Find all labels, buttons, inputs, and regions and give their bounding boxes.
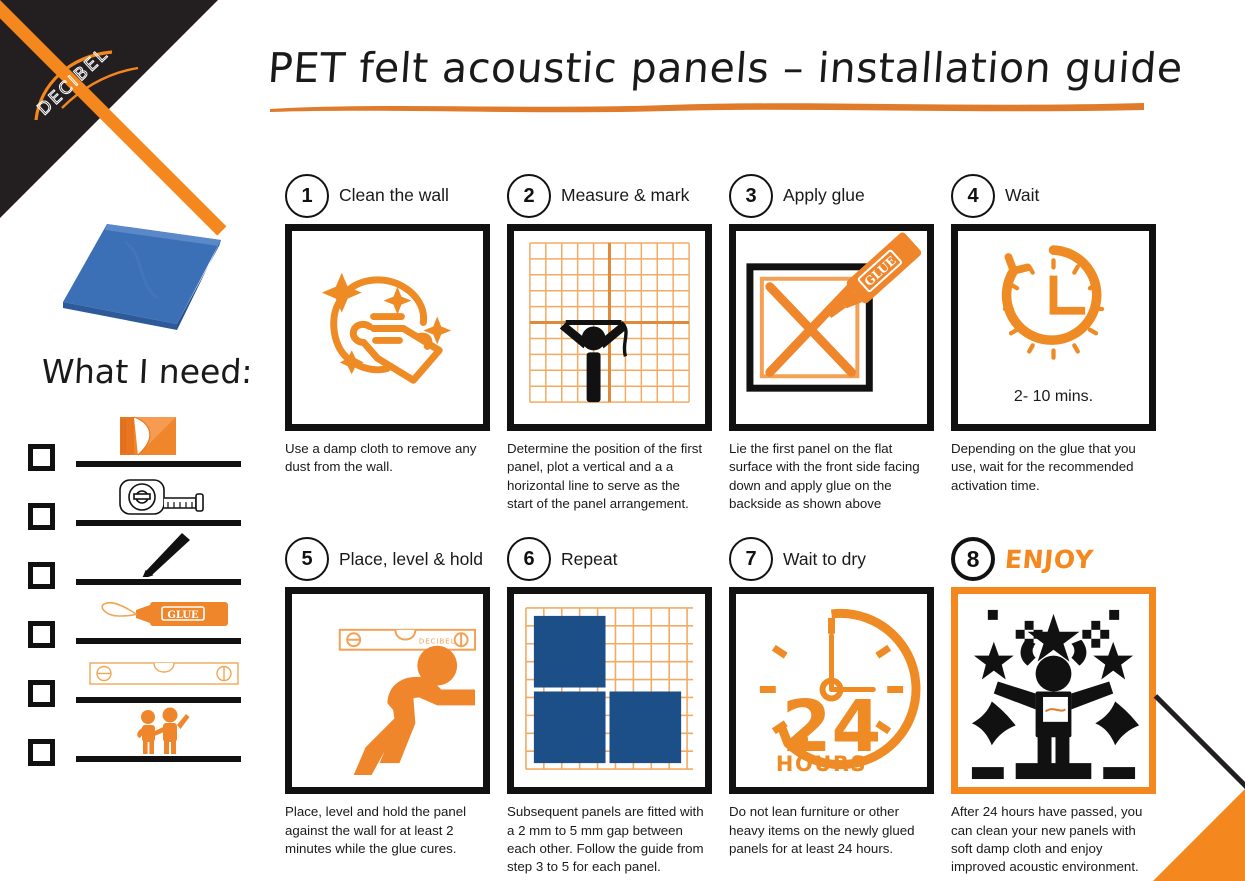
step-4-inline-text: 2- 10 mins. bbox=[1013, 388, 1094, 405]
pet-felt-panel-sample-image bbox=[63, 224, 221, 330]
materials-heading: What I need: bbox=[40, 352, 254, 391]
title-block: PET felt acoustic panels – installation … bbox=[266, 44, 1185, 118]
svg-text:GLUE: GLUE bbox=[167, 610, 199, 621]
svg-text:DECIBEL: DECIBEL bbox=[419, 638, 456, 646]
list-item[interactable] bbox=[28, 707, 248, 776]
step-7-inline-subtext: HOURS bbox=[776, 752, 867, 776]
materials-checklist: GLUE bbox=[28, 416, 248, 776]
list-item[interactable] bbox=[28, 416, 248, 481]
list-item[interactable] bbox=[28, 479, 248, 540]
celebration-person-icon bbox=[971, 610, 1140, 780]
decibel-logo: DECIBEL DECIBEL bbox=[33, 44, 139, 121]
person-marking-grid-icon bbox=[529, 242, 690, 403]
step-2-number: 2 bbox=[507, 174, 551, 218]
step-4: 4 Wait 2- 10 mi bbox=[951, 168, 1156, 513]
step-4-header: 4 Wait bbox=[951, 168, 1156, 224]
step-1-number: 1 bbox=[285, 174, 329, 218]
step-8-number: 8 bbox=[951, 537, 995, 582]
list-rule bbox=[76, 579, 241, 585]
step-1-caption: Use a damp cloth to remove any dust from… bbox=[285, 441, 477, 475]
step-7-illustration: 24 HOURS bbox=[729, 587, 934, 795]
step-5-caption: Place, level and hold the panel against … bbox=[285, 804, 467, 857]
list-rule bbox=[76, 638, 241, 644]
step-5-header: 5 Place, level & hold bbox=[285, 531, 490, 587]
steps-grid: 1 Clean the wall bbox=[285, 168, 1185, 877]
logo-wordmark: DECIBEL bbox=[34, 44, 113, 120]
step-6-label: Repeat bbox=[561, 548, 618, 569]
checkbox-tape-measure[interactable] bbox=[28, 503, 55, 530]
list-rule bbox=[76, 520, 241, 526]
step-4-label: Wait bbox=[1005, 185, 1040, 206]
step-1-header: 1 Clean the wall bbox=[285, 168, 490, 224]
step-7: 7 Wait to dry bbox=[729, 531, 934, 876]
step-6-number: 6 bbox=[507, 537, 551, 582]
checkbox-pencil[interactable] bbox=[28, 562, 55, 589]
list-rule bbox=[76, 697, 241, 703]
list-item[interactable] bbox=[28, 658, 248, 717]
cloth-icon bbox=[120, 416, 176, 456]
step-5: 5 Place, level & hold DECIBEL bbox=[285, 531, 490, 876]
checkbox-glue[interactable] bbox=[28, 621, 55, 648]
step-8-label: ENJOY bbox=[1003, 544, 1095, 574]
step-2-header: 2 Measure & mark bbox=[507, 168, 712, 224]
step-2-illustration bbox=[507, 224, 712, 431]
checkbox-spirit-level[interactable] bbox=[28, 680, 55, 707]
list-rule bbox=[76, 461, 241, 467]
step-1: 1 Clean the wall bbox=[285, 168, 490, 513]
step-6-illustration bbox=[507, 587, 712, 795]
steps-row-2: 5 Place, level & hold DECIBEL bbox=[285, 531, 1185, 876]
steps-row-1: 1 Clean the wall bbox=[285, 168, 1185, 513]
step-7-inline-number: 24 bbox=[782, 686, 882, 769]
step-7-caption: Do not lean furniture or other heavy ite… bbox=[729, 804, 915, 857]
clock-24-hours-icon: 24 HOURS bbox=[759, 609, 921, 776]
step-2-label: Measure & mark bbox=[561, 185, 690, 206]
spirit-level-icon bbox=[89, 662, 239, 685]
list-item[interactable]: GLUE bbox=[28, 599, 248, 658]
person-pushing-panel-icon: DECIBEL bbox=[338, 629, 477, 776]
step-2: 2 Measure & mark bbox=[507, 168, 712, 513]
step-7-label: Wait to dry bbox=[783, 548, 866, 569]
list-rule bbox=[76, 756, 241, 762]
glue-tube-icon: GLUE bbox=[101, 601, 228, 626]
panels-on-grid-icon bbox=[525, 607, 694, 771]
list-item[interactable] bbox=[28, 533, 248, 599]
page-title: PET felt acoustic panels – installation … bbox=[266, 44, 1185, 92]
step-7-header: 7 Wait to dry bbox=[729, 531, 934, 587]
clock-arrow-icon bbox=[1001, 245, 1105, 360]
step-1-illustration bbox=[285, 224, 490, 431]
step-5-illustration: DECIBEL bbox=[285, 587, 490, 795]
glue-tube-on-panel-icon: GLUE bbox=[746, 232, 922, 392]
step-8-illustration bbox=[951, 587, 1156, 795]
step-5-label: Place, level & hold bbox=[339, 548, 483, 569]
two-people-icon bbox=[137, 707, 190, 754]
pencil-icon bbox=[142, 533, 190, 577]
step-8: 8 ENJOY bbox=[951, 531, 1156, 876]
step-4-number: 4 bbox=[951, 174, 995, 218]
step-3-header: 3 Apply glue bbox=[729, 168, 934, 224]
step-6: 6 Repeat Subsequent panels are fitted bbox=[507, 531, 712, 876]
checkbox-cloth[interactable] bbox=[28, 444, 55, 471]
step-3-caption: Lie the first panel on the flat surface … bbox=[729, 441, 920, 512]
hand-with-cloth-sparkle-icon bbox=[321, 272, 452, 384]
step-1-label: Clean the wall bbox=[339, 185, 449, 206]
bottom-right-corner-decoration bbox=[1153, 789, 1245, 881]
step-6-header: 6 Repeat bbox=[507, 531, 712, 587]
step-8-header: 8 ENJOY bbox=[951, 531, 1156, 587]
step-5-number: 5 bbox=[285, 537, 329, 582]
step-2-caption: Determine the position of the first pane… bbox=[507, 441, 703, 512]
step-4-caption: Depending on the glue that you use, wait… bbox=[951, 441, 1136, 493]
step-7-number: 7 bbox=[729, 537, 773, 582]
title-underline-brushstroke bbox=[270, 103, 1144, 113]
checkbox-two-people[interactable] bbox=[28, 739, 55, 766]
step-6-caption: Subsequent panels are fitted with a 2 mm… bbox=[507, 804, 704, 875]
step-8-caption: After 24 hours have passed, you can clea… bbox=[951, 804, 1143, 875]
step-3-label: Apply glue bbox=[783, 185, 865, 206]
step-4-illustration: 2- 10 mins. bbox=[951, 224, 1156, 431]
tape-measure-icon bbox=[119, 479, 204, 515]
step-3: 3 Apply glue GLUE bbox=[729, 168, 934, 513]
step-3-number: 3 bbox=[729, 174, 773, 218]
step-3-illustration: GLUE bbox=[729, 224, 934, 431]
